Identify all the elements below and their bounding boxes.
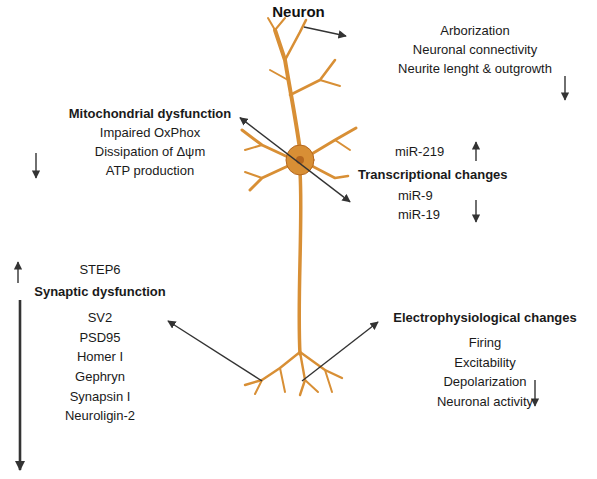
- dendrite: [250, 166, 288, 190]
- group-item: Depolarization: [385, 372, 585, 392]
- group-item: STEP6: [20, 260, 180, 280]
- dendrite: [242, 130, 290, 158]
- trend-arrows: [18, 76, 565, 470]
- group-item: miR-19: [350, 205, 530, 224]
- dendrite: [245, 145, 262, 150]
- dendrite: [245, 172, 262, 178]
- axon-terminal: [305, 380, 318, 392]
- group-item: Arborization: [380, 21, 570, 40]
- group-item: miR-219: [350, 142, 530, 161]
- neuron-drawing: [242, 18, 356, 395]
- dendrite: [285, 20, 306, 60]
- increase-arrow: [17, 262, 18, 283]
- leader-arrow: [302, 322, 378, 381]
- dendrite: [335, 140, 350, 150]
- group-heading: Electrophysiological changes: [385, 308, 585, 328]
- nucleus: [296, 156, 304, 164]
- leader-arrow: [304, 27, 346, 36]
- leader-arrows: [168, 27, 378, 381]
- group-item: Neuronal activity: [385, 392, 585, 412]
- increase-arrow: [475, 142, 476, 161]
- axon-terminal: [280, 368, 285, 392]
- dendrite: [290, 60, 335, 95]
- decrease-arrow: [475, 200, 476, 222]
- group-item: Neuronal connectivity: [380, 40, 570, 59]
- decrease-arrow: [19, 300, 22, 470]
- group-heading: Synaptic dysfunction: [20, 282, 180, 302]
- group-item: Synapsin I: [20, 387, 180, 407]
- category-group: ArborizationNeuronal connectivityNeurite…: [380, 21, 570, 78]
- group-heading: Mitochondrial dysfunction: [60, 104, 240, 123]
- group-item: Excitability: [385, 353, 585, 373]
- axon-terminal: [300, 352, 342, 378]
- axon-terminal: [300, 352, 305, 395]
- decrease-arrow: [564, 76, 565, 100]
- group-item: ATP production: [60, 161, 240, 180]
- diagram-title: Neuron: [0, 3, 597, 20]
- dendrite: [275, 30, 300, 150]
- axon-terminal: [325, 370, 332, 392]
- axon: [299, 172, 301, 354]
- category-group: miR-219Transcriptional changes miR-9miR-1…: [350, 142, 530, 224]
- category-group: STEP6Synaptic dysfunctionSV2PSD95Homer I…: [20, 260, 180, 426]
- dendrite: [270, 70, 288, 80]
- dendrite: [312, 166, 348, 178]
- decrease-arrow: [35, 153, 36, 178]
- axon-terminal: [255, 380, 262, 394]
- category-group: Electrophysiological changesFiringExcita…: [385, 308, 585, 411]
- group-item: Neuroligin-2: [20, 406, 180, 426]
- group-item: Impaired OxPhox: [60, 123, 240, 142]
- dendrite: [310, 128, 356, 155]
- group-item: Neurite lenght & outgrowth: [380, 59, 570, 78]
- category-group: Mitochondrial dysfunctionImpaired OxPhox…: [60, 104, 240, 180]
- group-item: Dissipation of Δψm: [60, 142, 240, 161]
- group-heading: Transcriptional changes: [350, 165, 530, 184]
- group-item: Firing: [385, 333, 585, 353]
- connector-arrow: [240, 118, 350, 202]
- group-item: miR-9: [350, 186, 530, 205]
- group-item: Gephryn: [20, 367, 180, 387]
- group-item: SV2: [20, 308, 180, 328]
- dendrite: [320, 80, 340, 86]
- group-item: Homer I: [20, 347, 180, 367]
- group-item: PSD95: [20, 328, 180, 348]
- axon-terminal: [245, 352, 300, 385]
- soma: [286, 145, 314, 175]
- leader-arrow: [168, 321, 262, 381]
- decrease-arrow: [534, 380, 535, 406]
